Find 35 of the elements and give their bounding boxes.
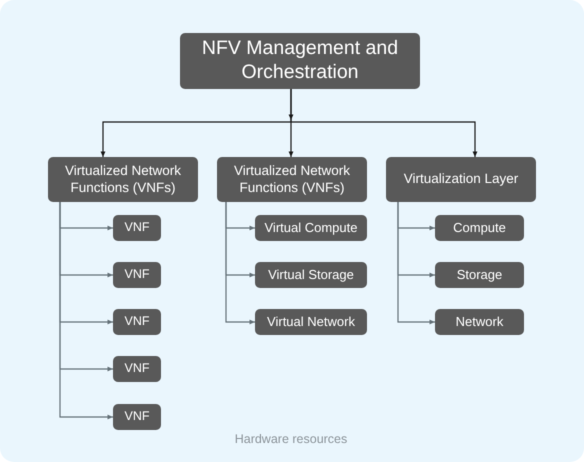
node-label: Virtualization Layer: [404, 171, 518, 188]
node-label: VNF: [124, 361, 150, 377]
node-label: Virtual Storage: [268, 267, 354, 283]
node-label: Network: [456, 314, 504, 330]
process-box: [255, 215, 367, 241]
process-box: [435, 309, 524, 335]
process-box: [255, 309, 367, 335]
process-box: [113, 309, 161, 335]
process-box: [48, 157, 198, 202]
node-label: Virtual Compute: [264, 220, 358, 236]
node-label: Storage: [456, 267, 502, 283]
layer-label: Hardware resources: [234, 432, 348, 446]
process-box: [113, 404, 161, 430]
node-label: Compute: [453, 220, 506, 236]
process-box: [113, 215, 161, 241]
process-box: [113, 356, 161, 382]
arrow: [288, 89, 294, 120]
process-box: [255, 262, 367, 288]
process-box: [435, 262, 524, 288]
process-box: [386, 157, 536, 202]
node-label: VNF: [124, 314, 150, 330]
arrow: [225, 202, 255, 324]
process-box: [435, 215, 524, 241]
process-box: [217, 157, 367, 202]
node-label: VNF: [124, 220, 150, 236]
node-label: Virtual Network: [267, 314, 355, 330]
arrow: [59, 202, 113, 420]
arrow: [397, 202, 435, 324]
node-label: NFV Management and Orchestration: [200, 37, 400, 85]
process-box: [180, 33, 420, 89]
node-label: Virtualized Network Functions (VNFs): [232, 163, 352, 196]
node-label: VNF: [124, 409, 150, 425]
node-label: VNF: [124, 267, 150, 283]
node-label: Virtualized Network Functions (VNFs): [64, 163, 182, 196]
process-box: [113, 262, 161, 288]
